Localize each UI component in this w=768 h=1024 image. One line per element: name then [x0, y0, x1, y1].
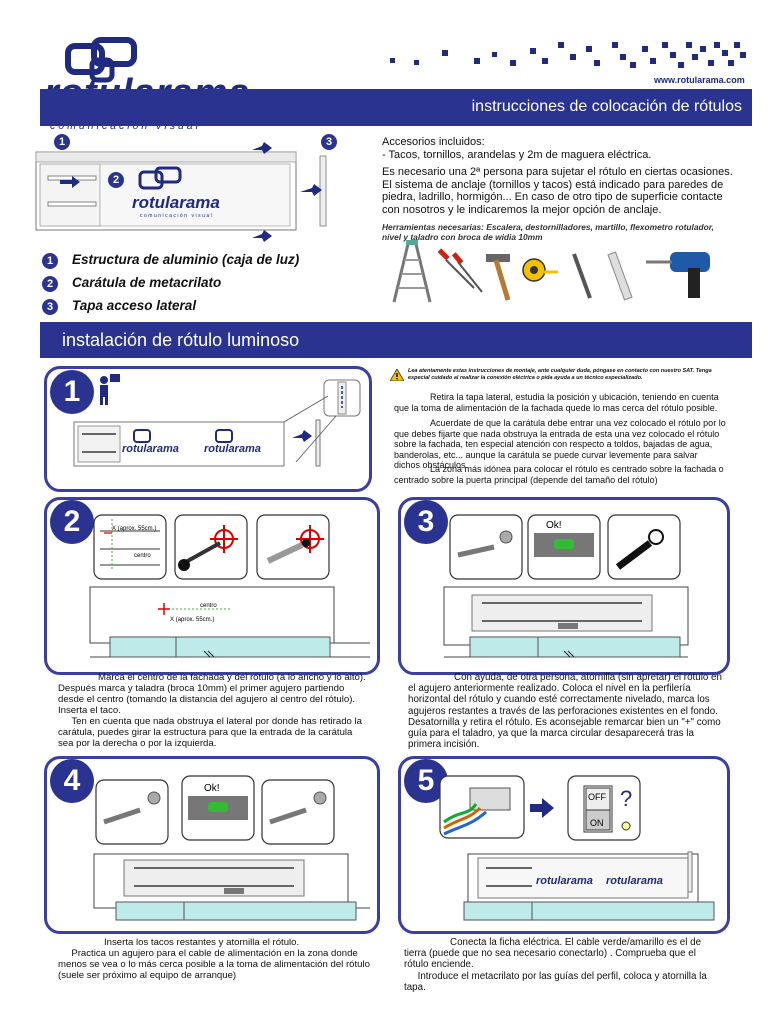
- step-2-facade-measure-label: X (aprox. 55cm.): [170, 617, 214, 623]
- question-mark: ?: [620, 786, 632, 811]
- header-banner: instrucciones de colocación de rótulos: [40, 89, 752, 126]
- step-1-text-2: Acuerdate de que la carátula debe entrar…: [394, 418, 726, 470]
- person-icon: [100, 374, 120, 405]
- website-url[interactable]: www.rotularama.com: [654, 75, 745, 85]
- accessories-body: Es necesario una 2ª persona para sujetar…: [382, 166, 733, 216]
- step-3-number: 3: [404, 500, 448, 544]
- hammer-icon: [486, 254, 511, 301]
- switch-on-label: ON: [590, 818, 604, 828]
- diagram-marker-3: 3: [321, 134, 337, 150]
- step-5-illustration: OFF ON ? rotularama rotularama: [439, 775, 715, 921]
- legend-label-3: Tapa acceso lateral: [72, 298, 197, 313]
- step-3-text: Con ayuda, de otra persona, atornilla (s…: [408, 672, 725, 751]
- step-1-number: 1: [50, 370, 94, 414]
- step-3-illustration: Ok!: [443, 514, 689, 658]
- accessories-item: - Tacos, tornillos, arandelas y 2m de ma…: [382, 148, 652, 161]
- accessories-title: Accesorios incluidos:: [382, 136, 485, 148]
- step-1-text-1: Retira la tapa lateral, estudia la posic…: [394, 392, 719, 413]
- logo-mark: [65, 37, 137, 83]
- warning-icon: [390, 369, 404, 381]
- step-5-text: Conecta la ficha eléctrica. El cable ver…: [404, 937, 707, 993]
- step-4-number: 4: [50, 759, 94, 803]
- step-2-illustration: X (aprox. 55cm.) centro centro X (aprox.…: [89, 514, 370, 658]
- step-4-ok-label: Ok!: [204, 783, 220, 794]
- svg-text:rotularama: rotularama: [132, 193, 220, 212]
- diagram-marker-2: 2: [108, 172, 124, 188]
- tape-measure-icon: [522, 258, 558, 282]
- tools-needed: Herramientas necesarias: Escalera, desto…: [382, 222, 714, 242]
- legend-marker-3: 3: [42, 299, 58, 315]
- level-icon: [607, 251, 633, 301]
- step-2-facade-center-label: centro: [200, 603, 217, 609]
- ladder-icon: [392, 240, 432, 303]
- power-drill-icon: [646, 252, 710, 298]
- drill-bit-icon: [572, 253, 592, 299]
- legend-label-1: Estructura de aluminio (caja de luz): [72, 252, 300, 267]
- step-2-number: 2: [50, 500, 94, 544]
- step-4-text: Inserta los tacos restantes y atornilla …: [58, 937, 370, 981]
- section-title: instalación de rótulo luminoso: [62, 330, 300, 350]
- warning-text: Lea atentamente estas instrucciones de m…: [408, 368, 712, 381]
- step-2-measure-label: X (aprox. 55cm.): [112, 526, 156, 532]
- section-banner: instalación de rótulo luminoso: [40, 322, 752, 358]
- svg-text:rotularama: rotularama: [536, 875, 593, 887]
- step-1-text-3: La zona más idónea para colocar el rótul…: [394, 464, 724, 485]
- accessories-block: Accesorios incluidos: - Tacos, tornillos…: [382, 136, 734, 242]
- svg-text:rotularama: rotularama: [204, 443, 261, 455]
- screwdriver-icon: [437, 248, 483, 293]
- legend-marker-1: 1: [42, 253, 58, 269]
- switch-off-label: OFF: [588, 792, 606, 802]
- svg-text:rotularama: rotularama: [606, 875, 663, 887]
- step-4-illustration: Ok!: [93, 775, 370, 921]
- bulb-icon: [621, 821, 631, 831]
- step-1-illustration: rotularama rotularama: [73, 374, 361, 467]
- step-2-center-label: centro: [134, 553, 151, 559]
- sign-parts-diagram: rotularama comunicación visual: [35, 142, 327, 242]
- diagram-marker-1: 1: [54, 134, 70, 150]
- header-title: instrucciones de colocación de rótulos: [471, 98, 742, 115]
- legend-label-2: Carátula de metacrilato: [72, 275, 222, 290]
- svg-text:rotularama: rotularama: [122, 443, 179, 455]
- tools-illustration: [392, 240, 710, 303]
- svg-text:comunicación visual: comunicación visual: [140, 213, 213, 219]
- step-2-text: Marca el centro de la fachada y del rótu…: [58, 672, 366, 749]
- pixel-pattern: [380, 38, 750, 70]
- legend-marker-2: 2: [42, 276, 58, 292]
- step-3-ok-label: Ok!: [546, 520, 562, 531]
